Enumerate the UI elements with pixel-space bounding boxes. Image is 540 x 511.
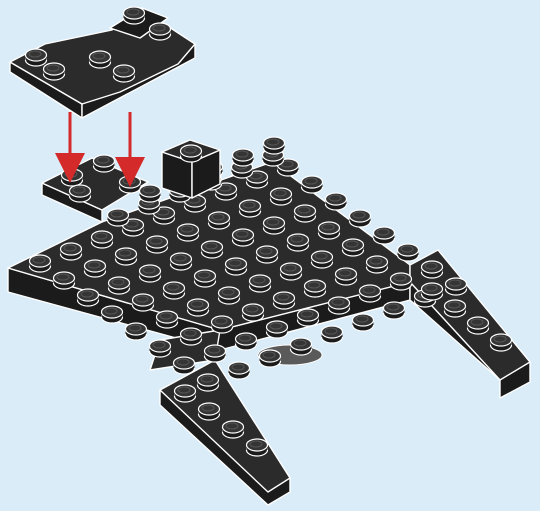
plate-stud (202, 241, 223, 258)
plate-stud (116, 248, 137, 265)
plate-stud (140, 265, 161, 282)
plate-stud (398, 244, 419, 261)
plate-stud (223, 421, 244, 438)
plate-stud (188, 299, 209, 316)
plate-stud (422, 261, 443, 278)
plate-stud (257, 246, 278, 263)
plate-stud (30, 255, 51, 272)
plate-stud (195, 270, 216, 287)
plate-stud (384, 302, 405, 319)
plate-stud (174, 357, 195, 374)
plate-stud (61, 243, 82, 260)
plate-stud (360, 285, 381, 302)
plate-stud (336, 268, 357, 285)
plate-stud (322, 326, 343, 343)
plate-stud (288, 234, 309, 251)
plate-stud (109, 277, 130, 294)
plate-stud (305, 280, 326, 297)
plate-stud (312, 251, 333, 268)
plate-stud (198, 374, 219, 391)
plate-stud (445, 300, 466, 317)
plate-stud (212, 316, 233, 333)
plate-stud (350, 210, 371, 227)
plate-stud (468, 317, 489, 334)
plate-stud (108, 209, 129, 226)
plate-stud (491, 334, 512, 351)
plate-stud (199, 403, 220, 420)
plate-stud (247, 439, 268, 456)
plate-stud (233, 149, 254, 166)
plate-stud (175, 385, 196, 402)
plate-stud (181, 328, 202, 345)
plate-stud (391, 273, 412, 290)
plate-stud (422, 283, 443, 300)
plate-stud (205, 345, 226, 362)
plate-stud (209, 212, 230, 229)
plate-stud (298, 309, 319, 326)
plate-stud (260, 350, 281, 367)
plate-stud (226, 258, 247, 275)
plate-stud (267, 321, 288, 338)
plate-stud (374, 227, 395, 244)
plate-stud (102, 306, 123, 323)
plate-stud (319, 222, 340, 239)
plate-stud (281, 263, 302, 280)
plate-stud (264, 217, 285, 234)
plate-stud (446, 278, 467, 295)
plate-stud (126, 323, 147, 340)
plate-stud (343, 239, 364, 256)
plate-stud (302, 176, 323, 193)
plate-stud (271, 188, 292, 205)
plate-stud (236, 333, 257, 350)
plate-stud (233, 229, 254, 246)
plate-stud (157, 311, 178, 328)
plate-stud (274, 292, 295, 309)
plate-stud (291, 338, 312, 355)
plate-stud (164, 282, 185, 299)
plate-stud (353, 314, 374, 331)
plate-stud (295, 205, 316, 222)
plate-stud (329, 297, 350, 314)
plate-stud (250, 275, 271, 292)
plate-stud (85, 260, 106, 277)
plate-stud (326, 193, 347, 210)
plate-stud (178, 224, 199, 241)
plate-stud (150, 340, 171, 357)
plate-stud (367, 256, 388, 273)
plate-stud (92, 231, 113, 248)
plate-stud (171, 253, 192, 270)
plate-stud (147, 236, 168, 253)
plate-stud (133, 294, 154, 311)
plate-stud (229, 362, 250, 379)
plate-stud (219, 287, 240, 304)
plate-stud (243, 304, 264, 321)
plate-stud (264, 137, 285, 154)
plate-stud (78, 289, 99, 306)
plate-stud (54, 272, 75, 289)
plate-stud (240, 200, 261, 217)
plate-stud (140, 185, 161, 202)
